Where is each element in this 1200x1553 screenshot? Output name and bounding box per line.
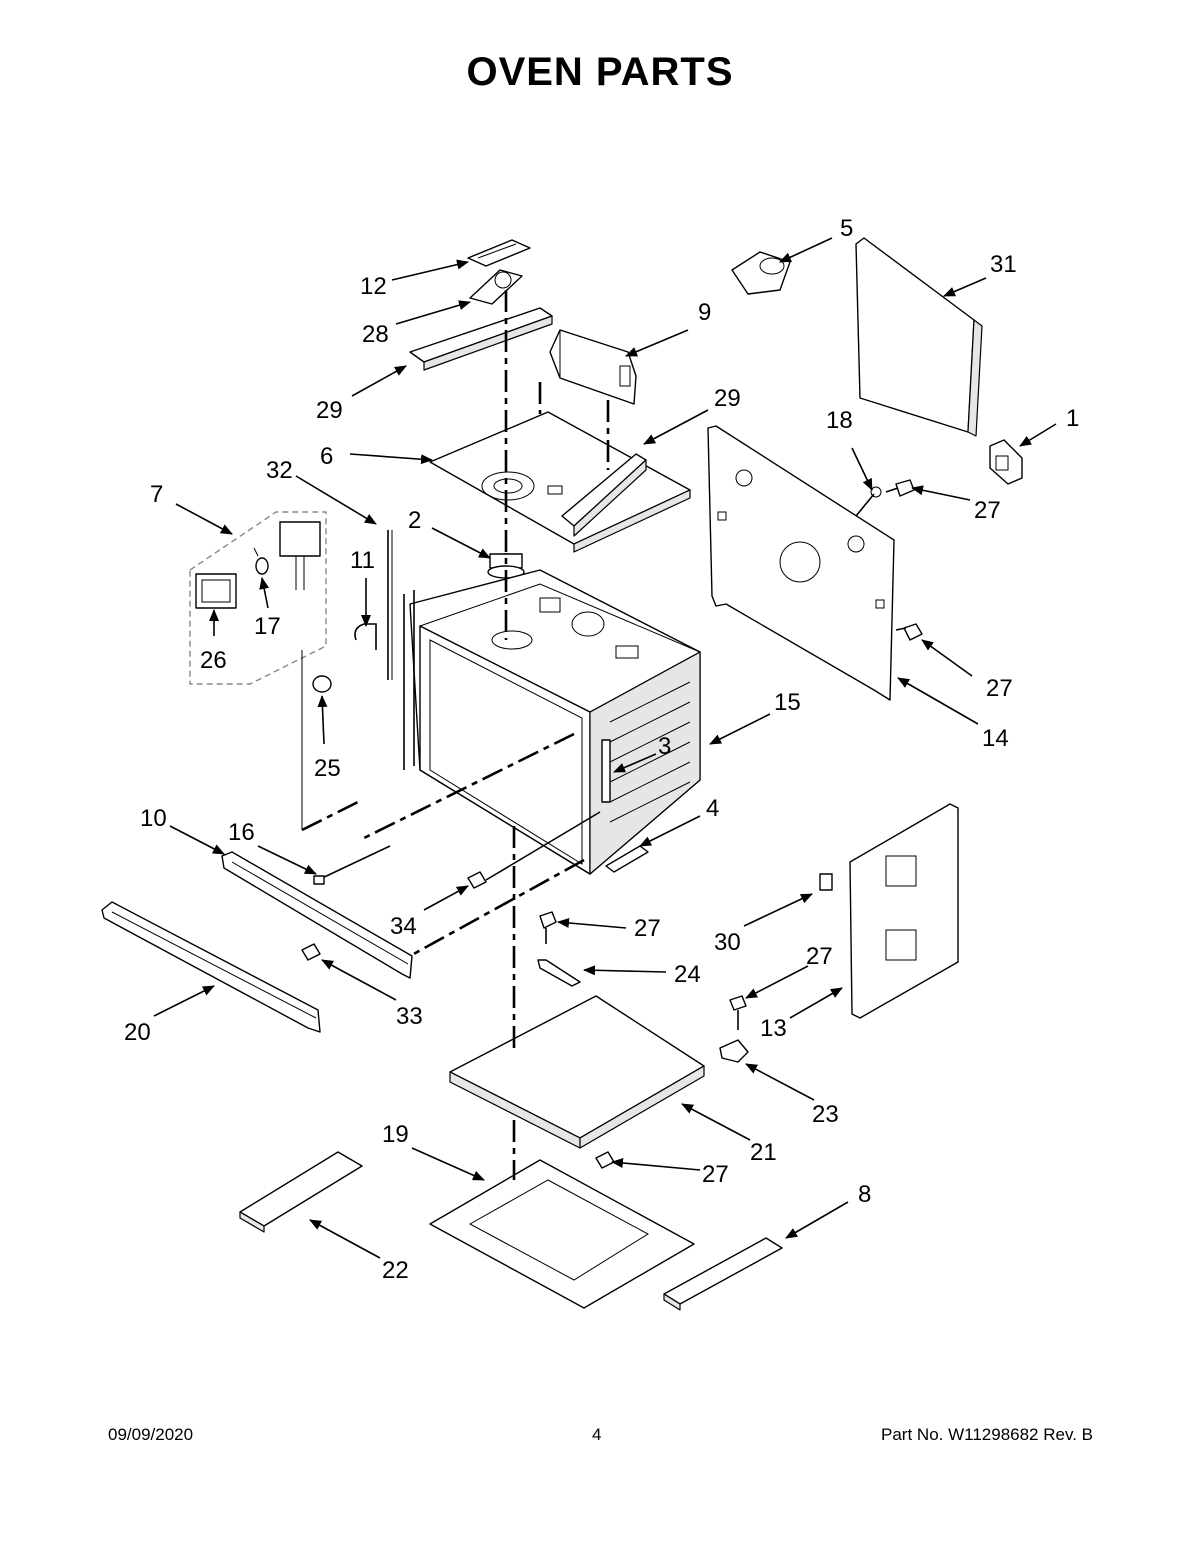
part-3-side-bracket [601, 739, 611, 803]
callout-25: 25 [314, 755, 341, 782]
part-17-bulb [253, 547, 269, 575]
callout-26: 26 [200, 647, 227, 674]
callout-27-rearwall: 27 [986, 675, 1013, 702]
part-1-bracket [989, 439, 1023, 485]
part-21-bottom-panel [449, 995, 705, 1149]
callout-33: 33 [396, 1003, 423, 1030]
part-12-vent-cover [467, 239, 531, 267]
callout-3: 3 [658, 733, 671, 760]
callout-12: 12 [360, 273, 387, 300]
callout-15: 15 [774, 689, 801, 716]
callout-4: 4 [706, 795, 719, 822]
part-23-bracket [719, 1039, 749, 1063]
part-16-probe [313, 845, 391, 885]
callout-5: 5 [840, 215, 853, 242]
part-32-rod [387, 530, 393, 680]
part-33-screw [301, 943, 321, 961]
callout-29-left: 29 [316, 397, 343, 424]
part-29-duct-right [561, 453, 647, 537]
callout-18: 18 [826, 407, 853, 434]
callout-11: 11 [350, 547, 375, 574]
callout-27-bottom: 27 [702, 1161, 729, 1188]
callout-22: 22 [382, 1257, 409, 1284]
callout-16: 16 [228, 819, 255, 846]
assembly-lines [301, 290, 610, 1180]
part-2-fan-motor [487, 553, 525, 579]
part-27-screw-bracket [729, 995, 747, 1030]
callout-32: 32 [266, 457, 293, 484]
leader-arrows [153, 237, 1057, 1259]
part-card [279, 521, 321, 590]
footer-date: 09/09/2020 [108, 1425, 194, 1444]
callout-29-right: 29 [714, 385, 741, 412]
callout-labels: 12 28 29 9 29 6 5 31 1 18 27 27 14 15 32… [124, 215, 1079, 1284]
part-26-display [195, 573, 237, 609]
part-20-bottom-trim [101, 901, 321, 1033]
callout-10: 10 [140, 805, 167, 832]
part-22-left-rail [239, 1151, 363, 1233]
part-27-screw-upper-right [885, 479, 915, 497]
callout-27-bracket: 27 [806, 943, 833, 970]
page-title: OVEN PARTS [466, 50, 734, 94]
part-7-kit-group [189, 511, 327, 685]
callout-24: 24 [674, 961, 701, 988]
callout-9: 9 [698, 299, 711, 326]
callout-23: 23 [812, 1101, 839, 1128]
part-27-screw-bottom [595, 1151, 615, 1169]
part-30-clip [819, 873, 833, 891]
callout-21: 21 [750, 1139, 777, 1166]
callout-20: 20 [124, 1019, 151, 1046]
part-4-bracket [605, 845, 649, 873]
part-34-screw [467, 871, 487, 889]
part-27-screw-center [539, 911, 557, 944]
part-19-bottom-frame [429, 1159, 695, 1309]
footer-part-number: Part No. W11298682 Rev. B [881, 1425, 1093, 1444]
callout-30: 30 [714, 929, 741, 956]
callout-13: 13 [760, 1015, 787, 1042]
callout-2: 2 [408, 507, 421, 534]
part-31-rear-cover [855, 237, 983, 437]
callout-31: 31 [990, 251, 1017, 278]
part-24-bracket [537, 959, 581, 987]
part-28-blower-mount [469, 269, 523, 305]
callout-17: 17 [254, 613, 281, 640]
part-25-knob [312, 675, 332, 693]
callout-1: 1 [1066, 405, 1079, 432]
part-27-screw-rear-wall [895, 623, 923, 641]
part-13-side-panel [849, 803, 959, 1019]
part-14-rear-wall [707, 425, 895, 701]
part-5-switch [731, 251, 791, 295]
part-11-wire [354, 623, 377, 650]
callout-19: 19 [382, 1121, 409, 1148]
callout-8: 8 [858, 1181, 871, 1208]
callout-14: 14 [982, 725, 1009, 752]
part-6-top-heat-shield [429, 411, 691, 553]
callout-28: 28 [362, 321, 389, 348]
callout-27-upper: 27 [974, 497, 1001, 524]
part-8-right-rail [663, 1237, 783, 1311]
part-18-sensor [855, 486, 882, 517]
part-9-duct-housing [549, 329, 637, 405]
part-29-duct-left [409, 307, 553, 371]
callout-7: 7 [150, 481, 163, 508]
callout-6: 6 [320, 443, 333, 470]
footer-page-number: 4 [592, 1425, 602, 1444]
callout-34: 34 [390, 913, 417, 940]
callout-27-center: 27 [634, 915, 661, 942]
part-10-front-trim [221, 851, 413, 979]
oven-cavity [403, 569, 702, 875]
